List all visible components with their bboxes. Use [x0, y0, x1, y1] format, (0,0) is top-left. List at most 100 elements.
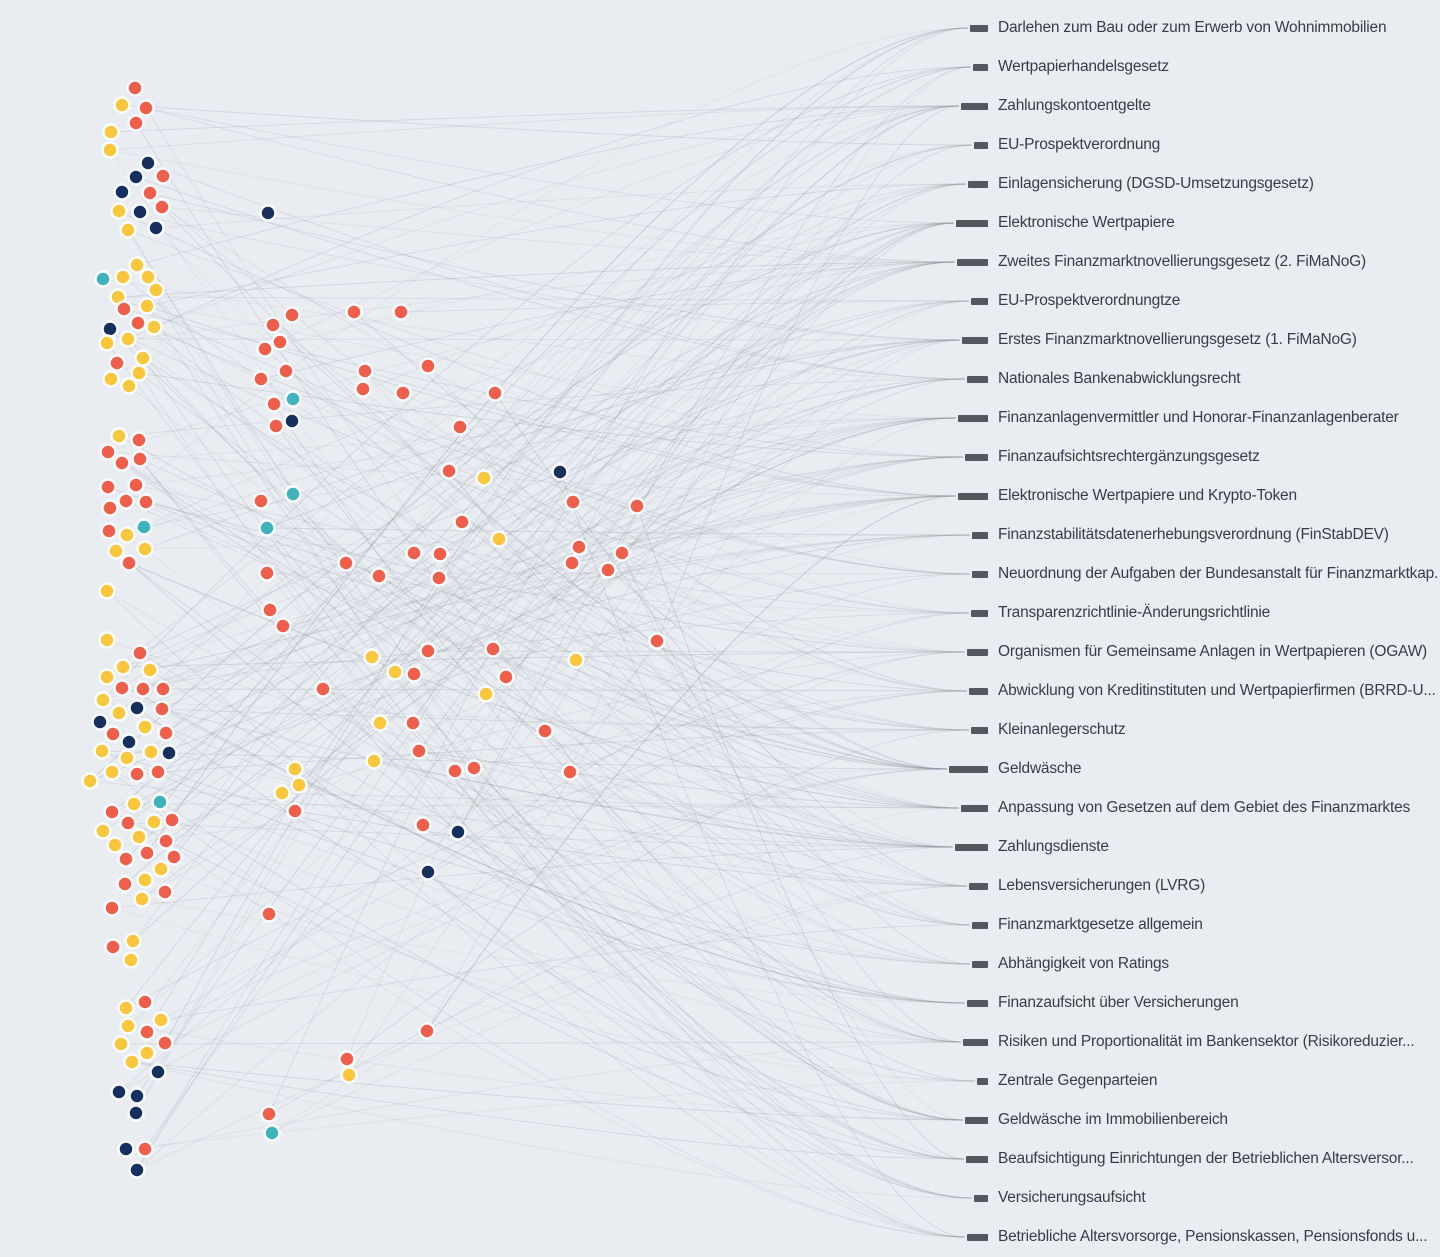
data-point[interactable] — [115, 300, 133, 318]
data-point[interactable] — [152, 860, 170, 878]
data-point[interactable] — [260, 905, 278, 923]
data-point[interactable] — [98, 631, 116, 649]
data-point[interactable] — [449, 823, 467, 841]
data-point[interactable] — [128, 1161, 146, 1179]
data-point[interactable] — [551, 463, 569, 481]
data-point[interactable] — [477, 685, 495, 703]
data-point[interactable] — [113, 96, 131, 114]
data-point[interactable] — [116, 875, 134, 893]
data-point[interactable] — [252, 370, 270, 388]
topic-row[interactable]: Zahlungskontoentgelte — [0, 96, 1440, 116]
data-point[interactable] — [561, 763, 579, 781]
data-point[interactable] — [419, 642, 437, 660]
data-point[interactable] — [165, 848, 183, 866]
data-point[interactable] — [564, 493, 582, 511]
data-point[interactable] — [337, 554, 355, 572]
data-point[interactable] — [486, 384, 504, 402]
data-point[interactable] — [628, 497, 646, 515]
data-point[interactable] — [103, 763, 121, 781]
data-point[interactable] — [153, 198, 171, 216]
data-point[interactable] — [163, 811, 181, 829]
data-point[interactable] — [133, 890, 151, 908]
data-point[interactable] — [127, 1104, 145, 1122]
data-point[interactable] — [110, 1083, 128, 1101]
data-point[interactable] — [259, 204, 277, 222]
data-point[interactable] — [418, 1022, 436, 1040]
topic-row[interactable]: EU-Prospektverordnungtze — [0, 291, 1440, 311]
data-point[interactable] — [138, 297, 156, 315]
data-point[interactable] — [138, 1044, 156, 1062]
data-point[interactable] — [154, 167, 172, 185]
data-point[interactable] — [370, 567, 388, 585]
data-point[interactable] — [91, 713, 109, 731]
data-point[interactable] — [392, 303, 410, 321]
data-point[interactable] — [104, 938, 122, 956]
topic-row[interactable]: Finanzanlagenvermittler und Honorar-Fina… — [0, 408, 1440, 428]
data-point[interactable] — [122, 951, 140, 969]
data-point[interactable] — [119, 814, 137, 832]
data-point[interactable] — [157, 832, 175, 850]
data-point[interactable] — [484, 640, 502, 658]
data-point[interactable] — [120, 554, 138, 572]
data-point[interactable] — [145, 318, 163, 336]
data-point[interactable] — [103, 899, 121, 917]
data-point[interactable] — [264, 316, 282, 334]
data-point[interactable] — [490, 530, 508, 548]
topic-row[interactable]: Anpassung von Gesetzen auf dem Gebiet de… — [0, 798, 1440, 818]
data-point[interactable] — [106, 836, 124, 854]
data-point[interactable] — [117, 850, 135, 868]
topic-row[interactable]: Betriebliche Altersvorsorge, Pensionskas… — [0, 1227, 1440, 1247]
data-point[interactable] — [371, 714, 389, 732]
data-point[interactable] — [475, 469, 493, 487]
data-point[interactable] — [124, 932, 142, 950]
data-point[interactable] — [286, 802, 304, 820]
data-point[interactable] — [284, 390, 302, 408]
topic-row[interactable]: Darlehen zum Bau oder zum Erwerb von Woh… — [0, 18, 1440, 38]
data-point[interactable] — [114, 268, 132, 286]
data-point[interactable] — [284, 485, 302, 503]
data-point[interactable] — [263, 1124, 281, 1142]
data-point[interactable] — [252, 492, 270, 510]
data-point[interactable] — [131, 644, 149, 662]
data-point[interactable] — [260, 1105, 278, 1123]
data-point[interactable] — [314, 680, 332, 698]
data-point[interactable] — [256, 340, 274, 358]
data-point[interactable] — [465, 759, 483, 777]
data-point[interactable] — [128, 699, 146, 717]
data-point[interactable] — [98, 334, 116, 352]
topic-row[interactable]: Elektronische Wertpapiere und Krypto-Tok… — [0, 486, 1440, 506]
data-point[interactable] — [94, 822, 112, 840]
data-point[interactable] — [599, 561, 617, 579]
data-point[interactable] — [138, 844, 156, 862]
data-point[interactable] — [147, 219, 165, 237]
data-point[interactable] — [117, 1140, 135, 1158]
data-point[interactable] — [451, 418, 469, 436]
data-point[interactable] — [160, 744, 178, 762]
data-point[interactable] — [431, 545, 449, 563]
data-point[interactable] — [157, 724, 175, 742]
data-point[interactable] — [274, 617, 292, 635]
data-point[interactable] — [405, 665, 423, 683]
topic-row[interactable]: Beaufsichtigung Einrichtungen der Betrie… — [0, 1149, 1440, 1169]
data-point[interactable] — [137, 99, 155, 117]
data-point[interactable] — [414, 816, 432, 834]
data-point[interactable] — [149, 763, 167, 781]
data-point[interactable] — [136, 871, 154, 889]
data-point[interactable] — [120, 377, 138, 395]
topic-row[interactable]: Finanzaufsichtsrechtergänzungsgesetz — [0, 447, 1440, 467]
data-point[interactable] — [410, 742, 428, 760]
data-point[interactable] — [141, 184, 159, 202]
data-point[interactable] — [102, 370, 120, 388]
data-point[interactable] — [110, 427, 128, 445]
data-point[interactable] — [113, 454, 131, 472]
data-point[interactable] — [277, 362, 295, 380]
topic-row[interactable]: Nationales Bankenabwicklungsrecht — [0, 369, 1440, 389]
data-point[interactable] — [127, 114, 145, 132]
data-point[interactable] — [99, 478, 117, 496]
data-point[interactable] — [129, 314, 147, 332]
data-point[interactable] — [136, 1140, 154, 1158]
data-point[interactable] — [338, 1050, 356, 1068]
data-point[interactable] — [134, 349, 152, 367]
data-point[interactable] — [138, 1023, 156, 1041]
data-point[interactable] — [271, 333, 289, 351]
